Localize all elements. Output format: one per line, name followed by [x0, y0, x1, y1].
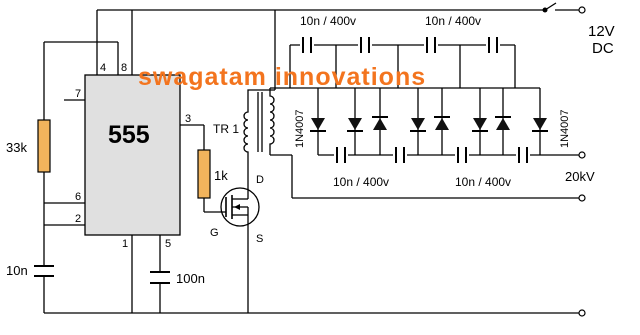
pin-5-label: 5: [165, 238, 171, 250]
supply-rails: [44, 9, 580, 314]
transformer-tr1: TR 1: [213, 88, 275, 160]
resistor-33k: 33k: [6, 119, 51, 173]
mosfet-source-label: S: [256, 233, 263, 245]
mosfet-drain-label: D: [256, 174, 264, 186]
watermark: swagatam innovations: [138, 63, 426, 91]
multiplier-wiring: [270, 44, 580, 199]
transformer-label: TR 1: [213, 122, 239, 136]
bottom-capacitor-chain: [334, 147, 530, 163]
output-voltage-label: 20kV: [565, 169, 595, 184]
pin-1-label: 1: [122, 238, 128, 250]
supply-voltage-label: 12V: [588, 23, 615, 40]
pin-8-label: 8: [121, 62, 127, 74]
cap-bottom-right-label: 10n / 400v: [455, 175, 511, 189]
pin-7-label: 7: [75, 88, 81, 100]
mosfet: D G S: [210, 174, 264, 245]
diode-node-ties: [335, 45, 516, 88]
capacitor-100n: 100n: [150, 271, 205, 286]
terminal-negative: [578, 309, 586, 317]
pin-3-label: 3: [185, 113, 191, 125]
capacitor-10n-timing: 10n: [6, 262, 54, 280]
diode-label-left: 1N4007: [294, 109, 306, 148]
pin-2-label: 2: [75, 213, 81, 225]
ic-wiring: [43, 10, 226, 313]
terminal-output-a: [578, 151, 586, 159]
pin-4-label: 4: [100, 62, 106, 74]
capacitor-100n-label: 100n: [176, 271, 205, 286]
cap-top-left-label: 10n / 400v: [300, 14, 356, 28]
resistor-33k-label: 33k: [6, 140, 27, 155]
supply-switch: [542, 2, 557, 13]
resistor-1k: 1k: [197, 149, 228, 199]
terminal-positive: [578, 6, 586, 14]
ic-555: 555 4 8 7 3 6 2 1 5: [75, 62, 191, 250]
cap-bottom-left-label: 10n / 400v: [333, 175, 389, 189]
terminal-output-b: [578, 194, 586, 202]
diode-chain: [310, 88, 548, 155]
ic-label: 555: [108, 121, 150, 149]
pin-6-label: 6: [75, 191, 81, 203]
supply-type-label: DC: [592, 40, 614, 57]
diode-label-right: 1N4007: [559, 109, 571, 148]
top-capacitor-chain: [300, 37, 500, 53]
capacitor-10n-label: 10n: [6, 263, 28, 278]
resistor-1k-label: 1k: [214, 168, 228, 183]
mosfet-gate-label: G: [210, 227, 219, 239]
cap-top-right-label: 10n / 400v: [425, 14, 481, 28]
